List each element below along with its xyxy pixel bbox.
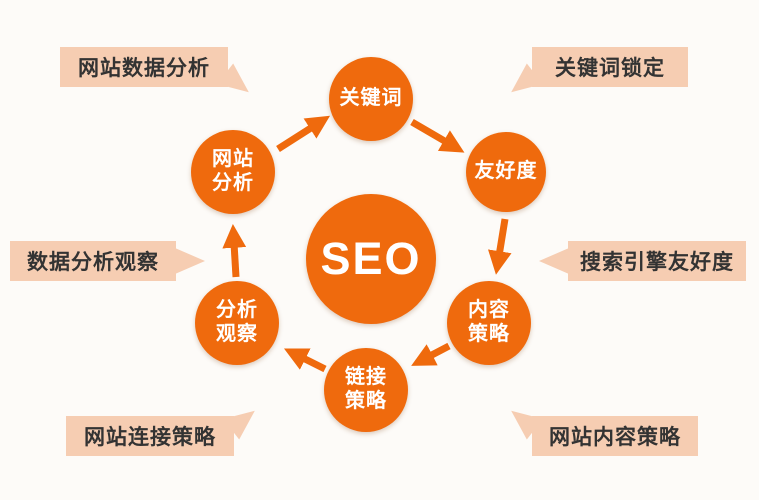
callout-tail-left <box>539 248 569 274</box>
callout-search-engine-friendliness: 搜索引擎友好度 <box>539 241 746 281</box>
callout-tail-up-left <box>503 400 543 440</box>
callout-data-analysis-observation: 数据分析观察 <box>10 241 205 281</box>
node-website-analysis-label: 网站 分析 <box>212 148 254 194</box>
callout-website-content-strategy-label: 网站内容策略 <box>549 426 681 449</box>
callout-tail-up-right <box>223 400 263 440</box>
callout-website-data-analysis-label: 网站数据分析 <box>78 57 210 80</box>
arrow-link-strategy-to-analysis-observation <box>283 348 327 373</box>
node-website-analysis: 网站 分析 <box>191 130 275 214</box>
callout-keyword-targeting-label: 关键词锁定 <box>555 57 665 80</box>
node-analysis-observation: 分析 观察 <box>195 281 279 365</box>
node-friendliness: 友好度 <box>466 132 546 212</box>
arrow-friendliness-to-content-strategy <box>488 218 512 275</box>
arrow-keywords-to-friendliness <box>410 118 465 153</box>
node-seo-center: SEO <box>306 194 436 324</box>
callout-tail-down-left <box>503 63 543 103</box>
callout-data-analysis-observation-label: 数据分析观察 <box>27 251 159 274</box>
node-keywords-label: 关键词 <box>339 87 403 110</box>
callout-website-link-strategy-label: 网站连接策略 <box>84 426 216 449</box>
node-content-strategy: 内容 策略 <box>447 281 531 365</box>
callout-tail-down-right <box>217 63 257 103</box>
callout-keyword-targeting: 关键词锁定 <box>503 47 688 103</box>
node-friendliness-label: 友好度 <box>474 160 538 183</box>
callout-website-content-strategy: 网站内容策略 <box>503 400 698 456</box>
callout-tail-right <box>175 248 205 274</box>
node-keywords: 关键词 <box>329 57 413 141</box>
callout-search-engine-friendliness-label: 搜索引擎友好度 <box>580 251 734 274</box>
arrow-analysis-observation-to-website-analysis <box>222 223 247 278</box>
node-content-strategy-label: 内容 策略 <box>468 299 510 345</box>
node-analysis-observation-label: 分析 观察 <box>216 299 258 345</box>
arrow-content-strategy-to-link-strategy <box>411 342 451 366</box>
callout-website-link-strategy: 网站连接策略 <box>66 400 263 456</box>
callout-website-data-analysis: 网站数据分析 <box>60 47 257 103</box>
node-link-strategy-label: 链接 策略 <box>345 366 387 412</box>
node-link-strategy: 链接 策略 <box>324 348 408 432</box>
node-seo-label: SEO <box>320 233 422 285</box>
arrow-website-analysis-to-keywords <box>276 115 331 152</box>
